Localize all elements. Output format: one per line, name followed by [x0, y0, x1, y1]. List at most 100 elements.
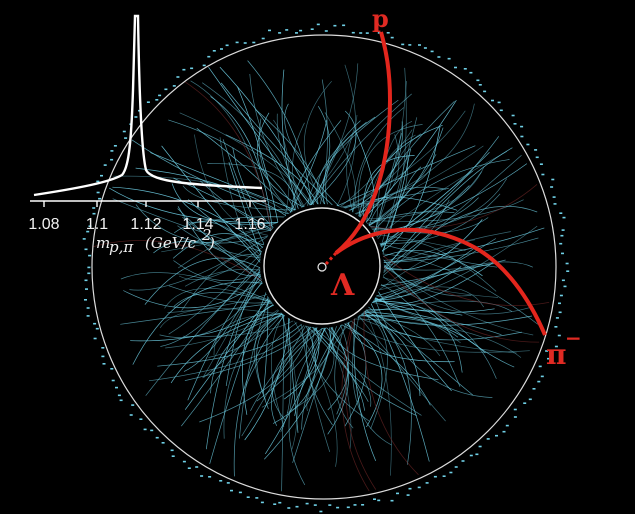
track	[173, 221, 265, 266]
track	[345, 312, 377, 490]
proton-track	[334, 31, 393, 255]
track	[364, 211, 455, 228]
interaction-point	[317, 262, 327, 272]
track	[210, 96, 274, 236]
hit	[84, 248, 88, 251]
track	[379, 273, 533, 315]
x-axis-title-sup: 2	[201, 226, 212, 244]
hit	[328, 504, 332, 506]
hit	[396, 492, 399, 495]
track	[362, 307, 412, 465]
hit	[365, 32, 369, 34]
hit	[430, 50, 434, 53]
hit	[454, 66, 457, 69]
track	[92, 240, 268, 285]
track	[135, 204, 274, 244]
track	[332, 322, 439, 381]
track	[196, 128, 295, 216]
track	[352, 107, 405, 217]
track	[288, 323, 330, 486]
hit	[102, 363, 106, 365]
track	[178, 241, 270, 280]
track	[368, 299, 430, 462]
hit	[433, 475, 437, 478]
track	[182, 185, 307, 211]
hit	[226, 482, 230, 484]
hit	[87, 266, 91, 269]
track	[177, 225, 265, 259]
track	[247, 60, 312, 210]
hit	[425, 482, 429, 484]
track	[190, 80, 273, 238]
hit	[101, 355, 105, 358]
track	[281, 69, 300, 213]
track	[367, 186, 446, 231]
tick-label: 1.1	[86, 216, 108, 233]
track	[109, 187, 284, 224]
hit	[502, 430, 506, 433]
track	[112, 186, 267, 251]
hit	[119, 399, 123, 402]
track	[199, 180, 275, 233]
hit	[285, 29, 289, 31]
track	[378, 126, 441, 253]
track	[316, 116, 376, 209]
hit	[351, 31, 355, 34]
track	[120, 272, 279, 305]
track	[330, 145, 476, 210]
hit	[553, 203, 557, 205]
track	[184, 323, 315, 381]
x-axis-title: m p,π (GeV/c 2 )	[96, 226, 215, 256]
track	[179, 112, 316, 209]
hit	[243, 42, 247, 44]
hit	[418, 44, 421, 46]
hit	[539, 163, 543, 165]
track	[378, 147, 513, 278]
pion-track	[334, 227, 547, 336]
track	[353, 313, 377, 462]
hit	[559, 212, 563, 214]
hit	[143, 428, 147, 431]
track	[325, 120, 361, 209]
track	[285, 119, 328, 221]
track	[210, 313, 290, 394]
hit	[505, 424, 509, 427]
hit	[361, 504, 365, 506]
hit	[497, 101, 501, 104]
hit	[359, 32, 363, 34]
hit	[87, 272, 91, 275]
track	[375, 133, 422, 246]
track	[208, 309, 285, 358]
track	[172, 233, 266, 259]
lambda-decay	[324, 31, 547, 336]
hit	[559, 294, 563, 297]
track	[379, 261, 534, 336]
track	[336, 321, 349, 415]
track	[341, 313, 370, 492]
hit	[195, 466, 199, 468]
hit	[561, 229, 565, 231]
hit	[200, 475, 204, 477]
track	[301, 318, 346, 430]
hit	[526, 143, 530, 146]
track	[228, 162, 265, 263]
track	[358, 124, 423, 223]
hit	[538, 365, 542, 368]
hit	[299, 29, 303, 32]
hit	[260, 501, 264, 504]
track	[352, 314, 517, 354]
hit	[110, 150, 114, 152]
hit	[146, 101, 150, 103]
track	[378, 117, 418, 254]
hit	[113, 145, 117, 147]
hit	[545, 350, 549, 352]
hit	[295, 32, 298, 34]
hit	[353, 504, 357, 506]
hit	[252, 41, 256, 44]
hit	[100, 174, 103, 177]
track	[374, 265, 475, 292]
hit	[182, 68, 186, 71]
track	[370, 159, 510, 235]
hit	[511, 114, 515, 117]
hit	[554, 326, 558, 328]
